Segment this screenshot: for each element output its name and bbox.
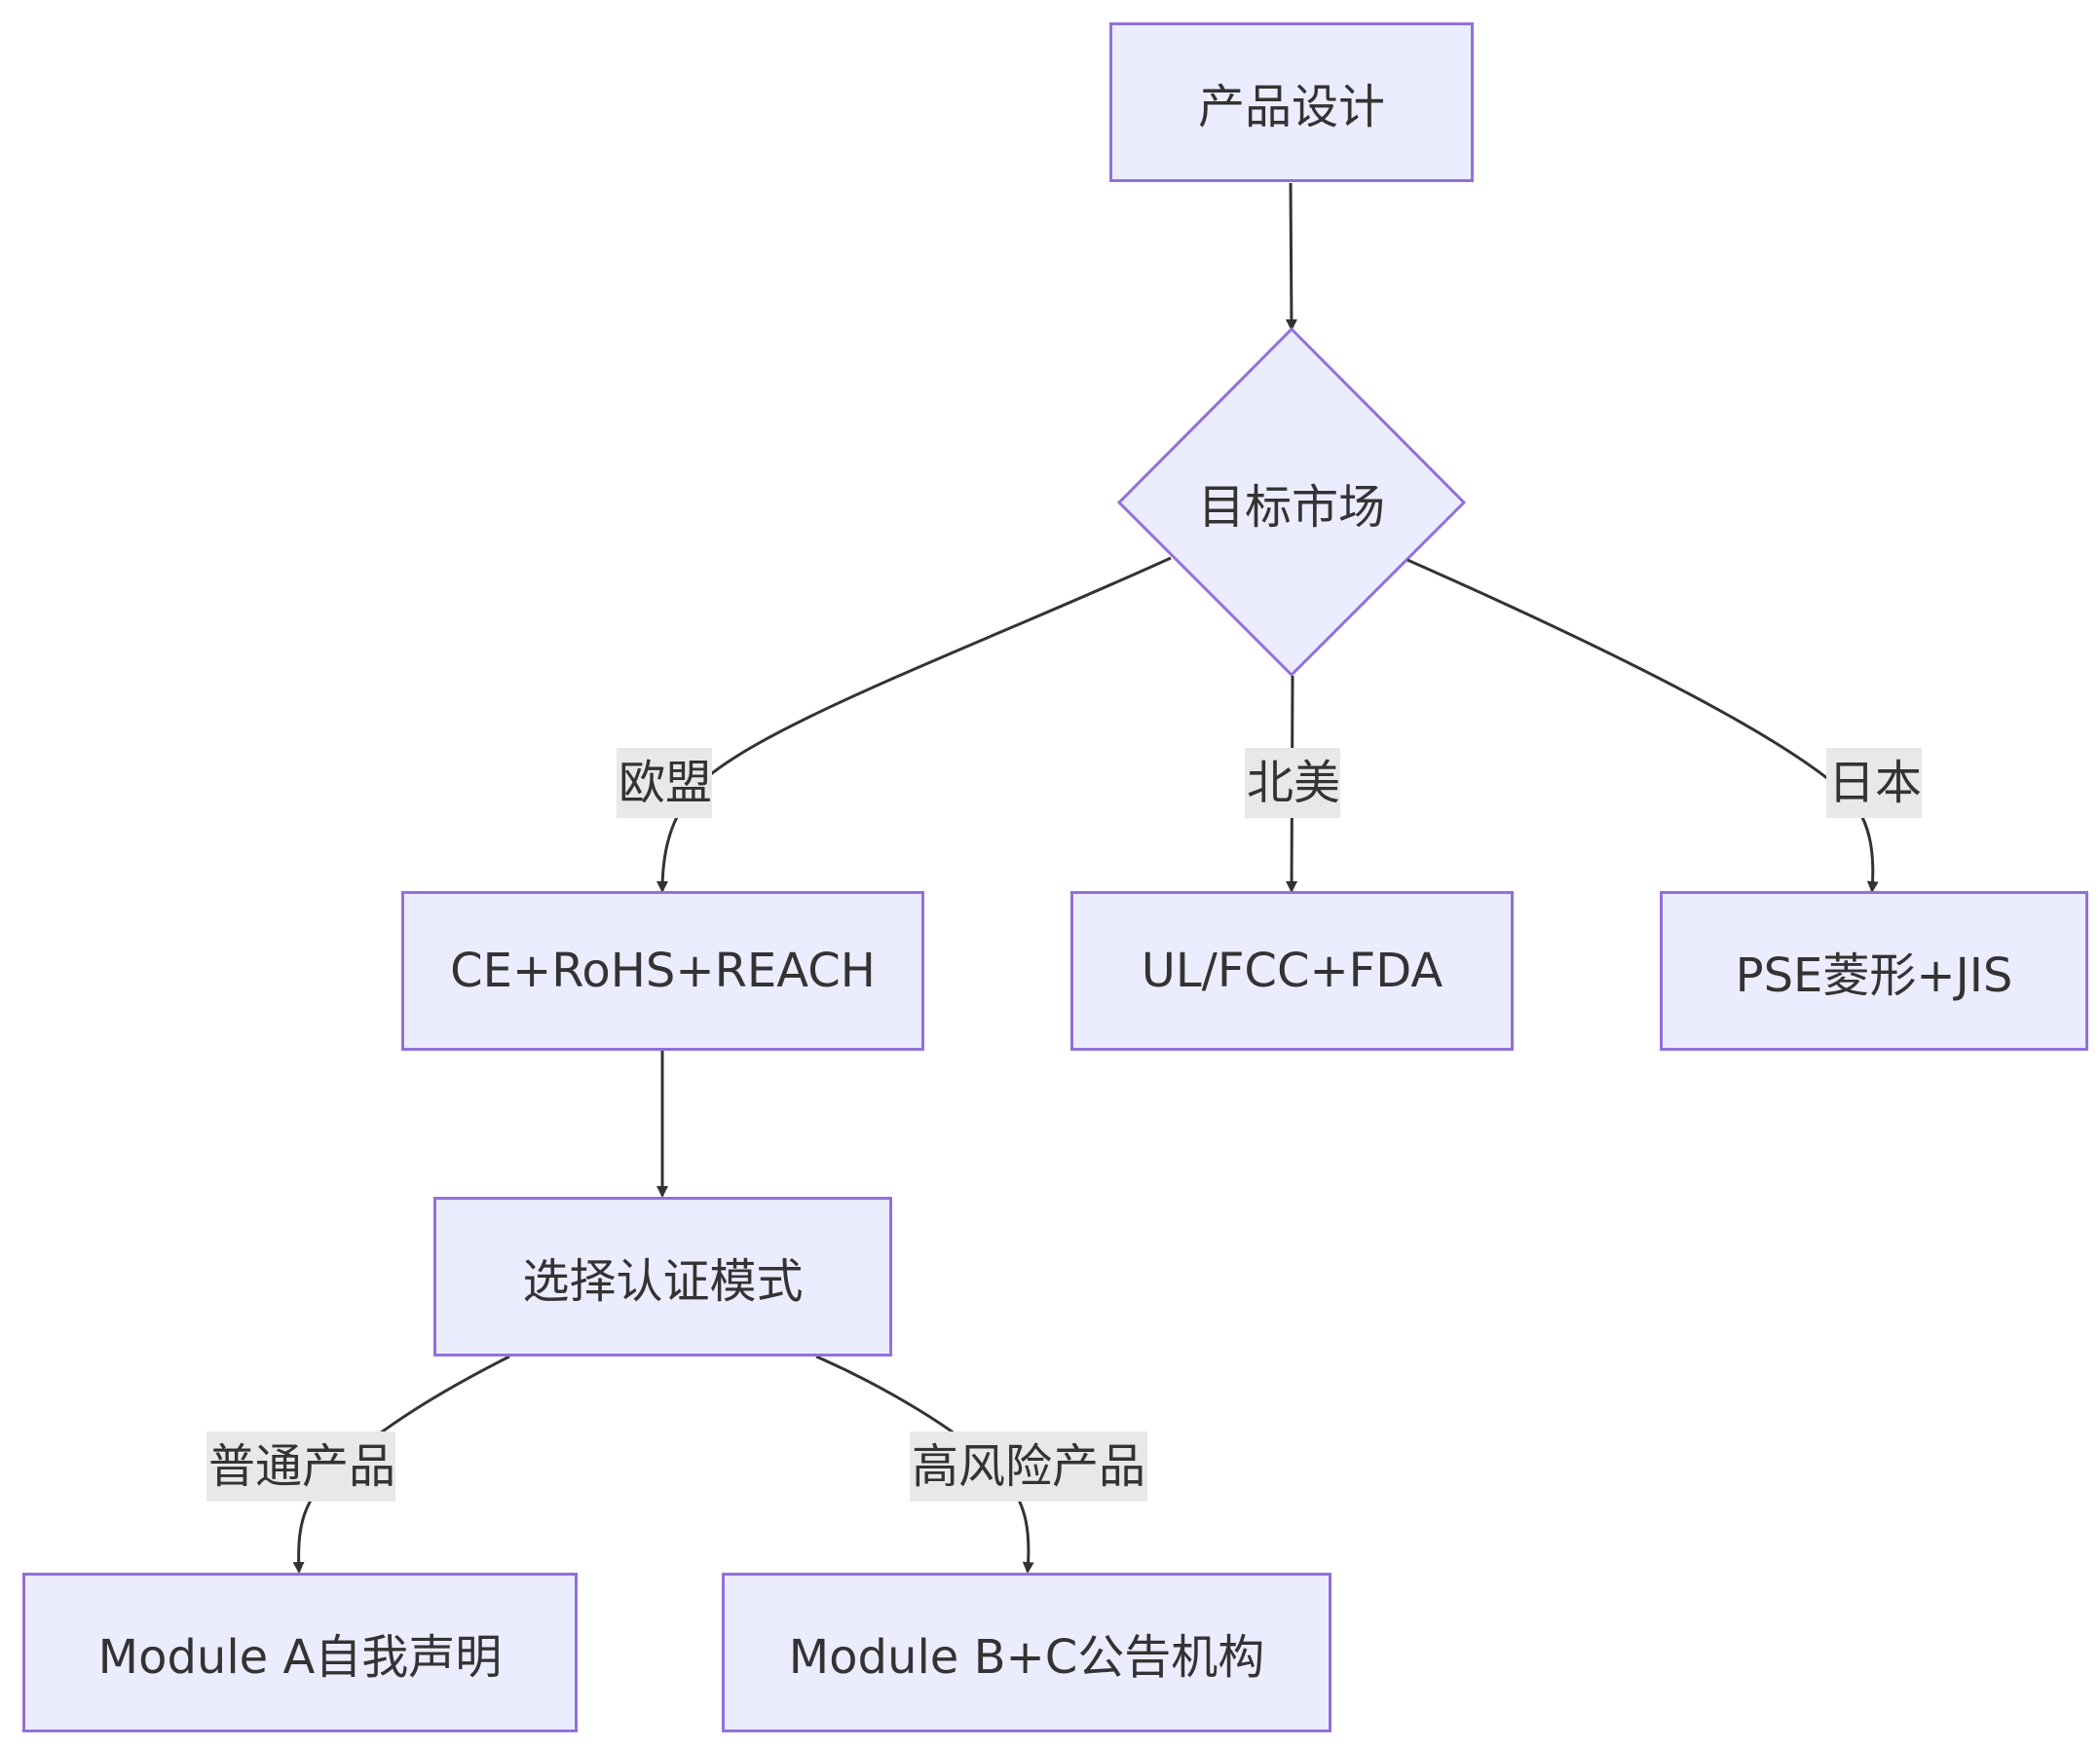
edge-label-normal-text: 普通产品 (208, 1439, 396, 1494)
node-select-mode: 选择认证模式 (433, 1197, 892, 1357)
edge-label-high-risk: 高风险产品 (910, 1431, 1147, 1502)
node-module-a: Module A自我声明 (22, 1573, 578, 1732)
node-eu-cert: CE+RoHS+REACH (401, 891, 924, 1051)
node-product-design: 产品设计 (1109, 22, 1474, 182)
edge-label-normal: 普通产品 (206, 1431, 395, 1502)
target-market-text: 目标市场 (1197, 480, 1385, 535)
node-jp-cert-label: PSE菱形+JIS (1735, 948, 2013, 1003)
node-select-mode-label: 选择认证模式 (522, 1254, 804, 1309)
node-eu-cert-label: CE+RoHS+REACH (450, 944, 876, 998)
edge-label-na: 北美 (1245, 748, 1340, 818)
edge-market-to-eu (656, 556, 1172, 893)
edge-label-eu: 欧盟 (617, 748, 712, 818)
node-module-bc: Module B+C公告机构 (722, 1573, 1331, 1732)
node-target-market-label: 目标市场 (1145, 464, 1438, 541)
node-na-cert: UL/FCC+FDA (1070, 891, 1514, 1051)
node-module-a-label: Module A自我声明 (97, 1630, 503, 1685)
node-module-bc-label: Module B+C公告机构 (788, 1630, 1265, 1685)
node-na-cert-label: UL/FCC+FDA (1141, 944, 1444, 998)
node-product-design-label: 产品设计 (1197, 80, 1385, 134)
edge-label-high-risk-text: 高风险产品 (912, 1439, 1146, 1494)
edge-label-jp: 日本 (1826, 748, 1922, 818)
edge-design-to-market (1285, 182, 1297, 331)
node-jp-cert: PSE菱形+JIS (1660, 891, 2088, 1051)
edge-label-eu-text: 欧盟 (619, 756, 713, 810)
edge-market-to-jp (1406, 558, 1879, 893)
edge-label-na-text: 北美 (1247, 756, 1341, 810)
edge-label-jp-text: 日本 (1828, 756, 1923, 810)
target-market-diamond (1116, 326, 1467, 678)
